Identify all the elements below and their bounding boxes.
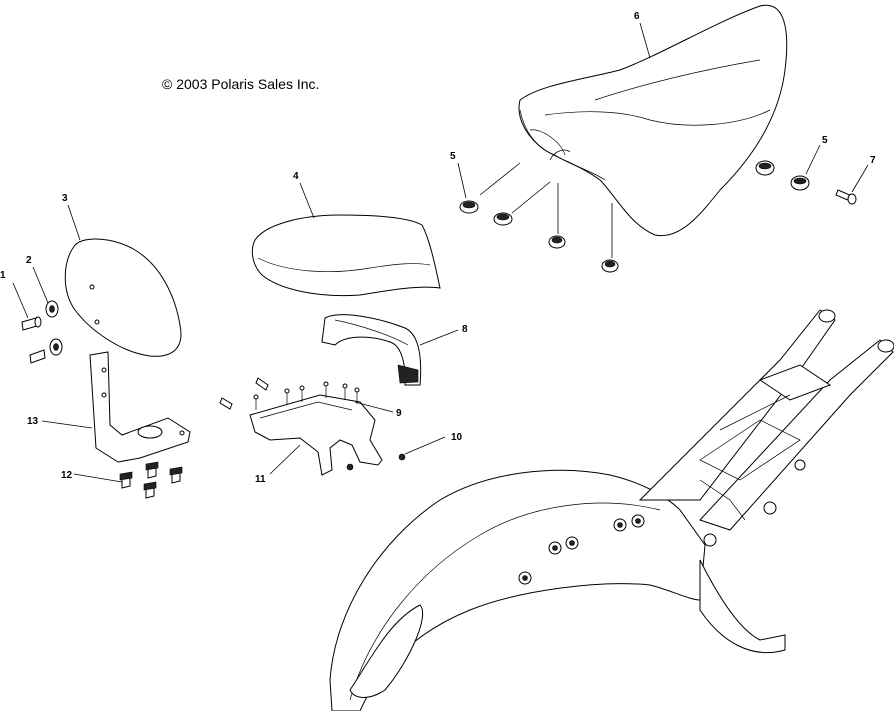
backrest-bracket — [89, 351, 191, 463]
rack-plate — [219, 377, 406, 476]
main-seat — [518, 4, 788, 237]
callout-11: 11 — [255, 474, 266, 485]
callout-13: 13 — [27, 416, 39, 427]
callout-9: 9 — [396, 408, 402, 419]
backrest-bolts — [21, 300, 63, 364]
seat-screw — [835, 189, 857, 205]
frame-rails — [638, 309, 894, 654]
passenger-seat — [251, 214, 441, 297]
bracket-bolts — [119, 461, 183, 499]
callout-5-right: 5 — [822, 135, 828, 146]
callout-6: 6 — [634, 11, 640, 22]
grommets — [459, 160, 810, 273]
rear-fender — [329, 469, 706, 711]
callout-4: 4 — [293, 171, 299, 182]
copyright-text: © 2003 Polaris Sales Inc. — [162, 76, 319, 92]
callout-10: 10 — [451, 432, 463, 443]
callout-3: 3 — [62, 193, 68, 204]
callout-7: 7 — [870, 155, 876, 166]
callout-5-left: 5 — [450, 151, 456, 162]
callout-12: 12 — [61, 470, 73, 481]
seat-mount-bracket — [321, 314, 422, 386]
callout-8: 8 — [462, 324, 468, 335]
callout-2: 2 — [26, 255, 32, 266]
callout-labels: 1 2 3 4 5 5 6 7 8 9 10 11 12 13 — [0, 11, 876, 485]
backrest-pad — [64, 238, 182, 357]
callout-1: 1 — [0, 270, 6, 281]
leader-lines — [12, 22, 869, 483]
